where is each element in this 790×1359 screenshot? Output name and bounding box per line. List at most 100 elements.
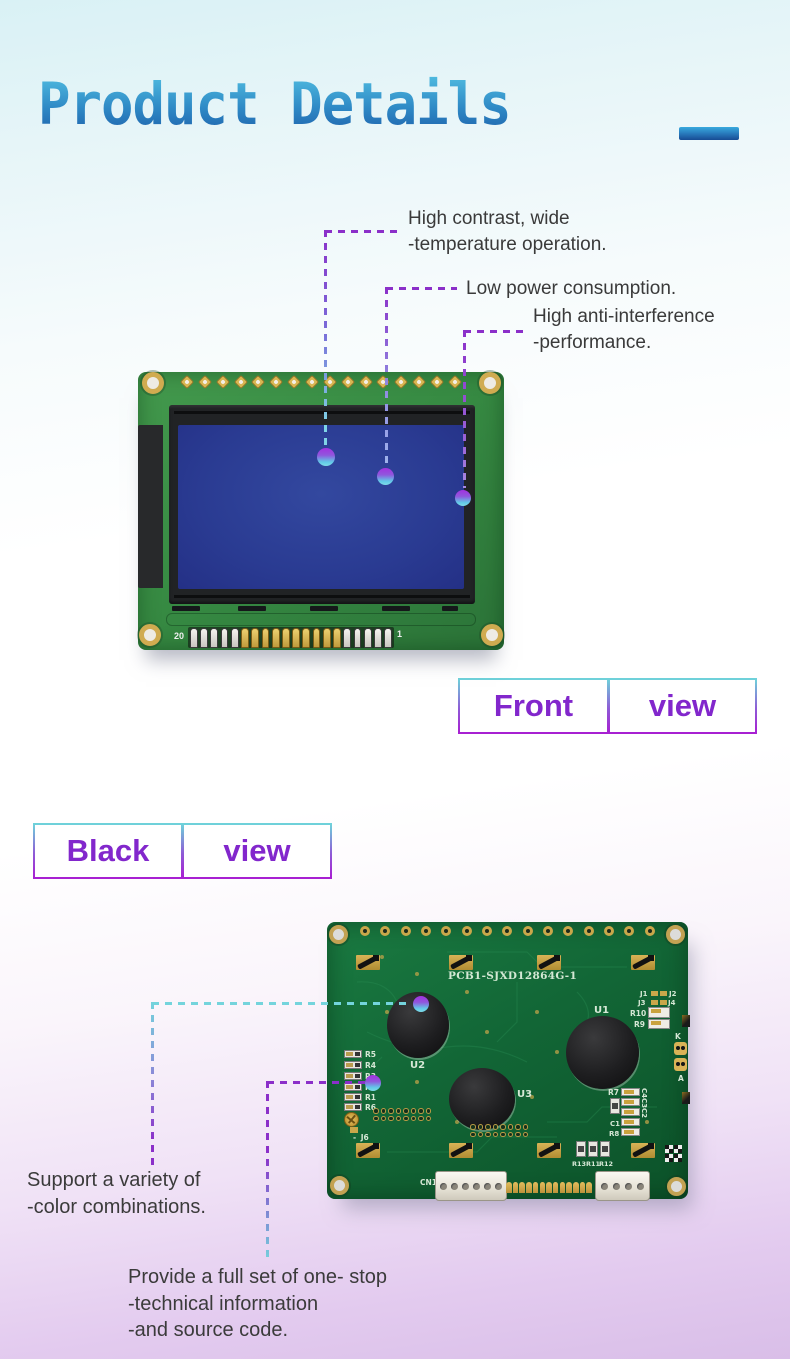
jumper — [356, 955, 380, 970]
label-cn1: CN1 — [420, 1178, 437, 1187]
resistor — [344, 1103, 362, 1111]
label-j3: J3 — [638, 999, 646, 1007]
label-c4: C4 — [640, 1088, 648, 1099]
callout-dot-4 — [413, 996, 429, 1012]
label-j6: - J6 — [353, 1133, 369, 1142]
bezel-tab — [238, 606, 266, 611]
back-top-pin-holes — [360, 926, 655, 937]
callout-dot-1 — [317, 448, 335, 466]
bezel-tab — [310, 606, 338, 611]
backlight-pad-k — [674, 1042, 687, 1055]
pin-label-1: 1 — [397, 629, 403, 639]
capacitor — [621, 1108, 640, 1116]
pcb-trace — [166, 613, 476, 626]
resistor — [344, 1061, 362, 1069]
label-r5: R5 — [365, 1050, 376, 1059]
jumper — [356, 1143, 380, 1158]
label-r4: R4 — [365, 1061, 376, 1070]
resistor — [576, 1141, 586, 1157]
callout-front-2: Low power consumption. — [466, 278, 677, 299]
callout-line-4-h — [152, 1002, 410, 1005]
callout-line-3-v — [463, 330, 466, 488]
callout-back-2: Provide a full set of one- stop-technica… — [128, 1266, 388, 1341]
via-grid — [470, 1124, 528, 1137]
jumper — [631, 1143, 655, 1158]
capacitor — [621, 1088, 640, 1096]
fiducial-mark — [665, 1145, 673, 1153]
ic-blob-u3 — [449, 1068, 515, 1130]
front-bottom-pins — [188, 627, 394, 648]
callout-back-1: Support a variety of-color combinations. — [27, 1169, 206, 1218]
label-r8: R8 — [609, 1130, 620, 1138]
front-top-pin-holes — [179, 374, 462, 390]
bezel-tab — [442, 606, 458, 611]
potentiometer — [344, 1112, 359, 1127]
ic-blob-u1 — [566, 1016, 639, 1089]
screw-hole — [330, 1176, 349, 1195]
connector-6pin — [435, 1171, 507, 1201]
resistor — [610, 1098, 620, 1114]
screw-hole — [479, 372, 501, 394]
resistor — [600, 1141, 610, 1157]
callout-line-5-h — [267, 1081, 366, 1084]
label-a: A — [678, 1074, 684, 1083]
resistor-array — [648, 1019, 670, 1029]
callout-front-3: High anti-interference-performance. — [533, 306, 715, 353]
label-r6: R6 — [365, 1103, 376, 1112]
resistor-array — [648, 1007, 670, 1018]
bezel-tab — [172, 606, 200, 611]
label-r1: R1 — [365, 1093, 376, 1102]
label-j4: J4 — [668, 999, 676, 1007]
label-c2: C2 — [640, 1108, 648, 1119]
resistor — [588, 1141, 598, 1157]
callout-line-1-v — [324, 230, 327, 448]
resistor — [344, 1083, 362, 1091]
callout-line-5-v — [266, 1081, 269, 1262]
label-u2: U2 — [410, 1060, 426, 1071]
label-r7: R7 — [608, 1088, 619, 1097]
label-j1: J1 — [640, 990, 648, 998]
lcd-side-strip — [138, 425, 163, 588]
callout-dot-3 — [455, 490, 471, 506]
via-grid — [373, 1108, 431, 1121]
jumper-pad — [651, 991, 658, 996]
label-j2: J2 — [669, 990, 677, 998]
callout-dot-5 — [365, 1075, 381, 1091]
black-view-label-left: Black — [33, 823, 183, 879]
callout-line-4-v — [151, 1002, 154, 1166]
label-u3: U3 — [517, 1089, 533, 1100]
capacitor — [621, 1118, 640, 1126]
solder-pad-row — [506, 1181, 592, 1193]
front-pcb-photo: 20 1 — [138, 372, 504, 650]
callout-line-3-h — [464, 330, 528, 333]
fiducial-mark — [674, 1145, 682, 1153]
screw-hole — [666, 925, 685, 944]
screw-hole — [481, 624, 503, 646]
jumper-pad — [651, 1000, 658, 1005]
black-view-label-right: view — [182, 823, 332, 879]
label-r13: R13 — [572, 1160, 587, 1168]
front-label-text: Front — [493, 688, 574, 723]
resistor — [344, 1050, 362, 1058]
page-title: Product Details — [38, 70, 512, 139]
jumper — [631, 955, 655, 970]
jumper-pad — [660, 991, 667, 996]
jumper-pad — [660, 1000, 667, 1005]
edge-component — [682, 1092, 690, 1104]
label-u1: U1 — [594, 1005, 610, 1016]
view-label-text: view — [223, 833, 291, 868]
front-view-label-left: Front — [458, 678, 609, 734]
decorative-bar — [679, 127, 739, 140]
jumper — [449, 1143, 473, 1158]
resistor — [344, 1093, 362, 1101]
bezel-tab — [382, 606, 410, 611]
screw-hole — [142, 372, 164, 394]
connector-4pin — [595, 1171, 650, 1201]
jumper — [449, 955, 473, 970]
screw-hole — [329, 925, 348, 944]
label-r10: R10 — [630, 1009, 647, 1018]
callout-front-1: High contrast, wide-temperature operatio… — [408, 208, 607, 255]
fiducial-mark — [674, 1154, 682, 1162]
pcb-part-number: PCB1-SJXD12864G-1 — [448, 970, 578, 982]
resistor — [344, 1072, 362, 1080]
